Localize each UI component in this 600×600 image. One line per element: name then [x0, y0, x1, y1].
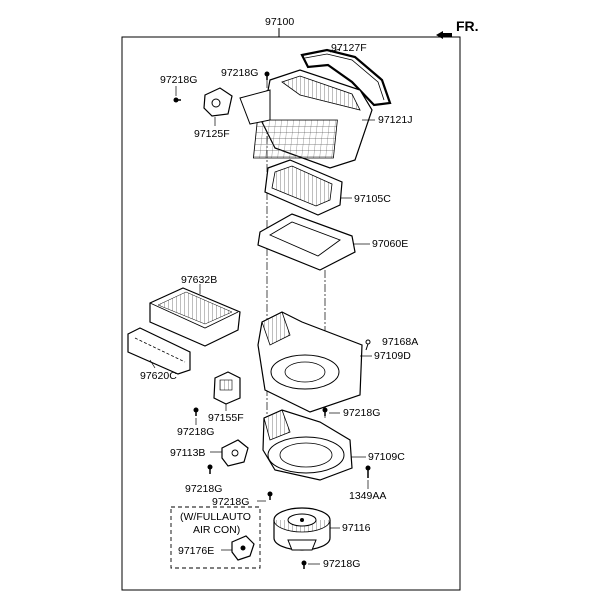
callout-97168A: 97168A: [382, 336, 419, 348]
screw-icon: [173, 97, 181, 103]
seal-ring-part: [300, 48, 392, 107]
screw-icon: [264, 71, 270, 80]
frame-part: [257, 213, 356, 271]
resistor-part: [213, 371, 241, 405]
callout-97113B: 97113B: [170, 447, 206, 459]
screw-icon: [322, 407, 328, 416]
leader-97127F: [329, 48, 341, 53]
callout-97218G-b1: 97218G: [185, 483, 223, 495]
callout-97218G-lowleft: 97218G: [177, 426, 215, 438]
screw-icon: [207, 464, 213, 474]
front-arrow-icon: [436, 31, 452, 39]
callout-97620C: 97620C: [140, 370, 177, 382]
callout-97127F: 97127F: [331, 42, 367, 54]
callout-97176E: 97176E: [178, 545, 215, 557]
assembly-number: 97100: [265, 16, 295, 28]
callout-97060E: 97060E: [372, 238, 409, 250]
callout-97109C: 97109C: [368, 451, 405, 463]
callout-97218G-b2: 97218G: [212, 496, 250, 508]
option-note-line1: (W/FULLAUTO: [180, 511, 251, 523]
upper-case-part: [239, 69, 373, 169]
screw-icon: [193, 407, 199, 416]
sensor-part: [231, 535, 255, 561]
option-note: (W/FULLAUTO AIR CON): [180, 511, 251, 537]
callout-97218G-left: 97218G: [160, 74, 198, 86]
actuator-part: [203, 87, 233, 117]
lower-case-part: [262, 409, 353, 481]
callout-97218G-top: 97218G: [221, 67, 259, 79]
clip-icon: [365, 339, 371, 351]
callout-97116: 97116: [342, 522, 371, 534]
leader-97620C: [149, 359, 156, 369]
bracket-part: [221, 439, 249, 467]
assembly-frame: [121, 36, 461, 591]
filter-cover-part: [264, 159, 343, 216]
callout-97218G-mid: 97218G: [343, 407, 381, 419]
intake-case-part: [257, 311, 363, 413]
filter-rail-part: [127, 327, 191, 375]
callout-97632B: 97632B: [181, 274, 218, 286]
callout-97218G-b3: 97218G: [323, 558, 361, 570]
blower-motor-part: [273, 507, 331, 551]
callout-97109D: 97109D: [374, 350, 411, 362]
front-direction-label: FR.: [456, 18, 479, 34]
callout-97155F: 97155F: [208, 412, 244, 424]
cabin-filter-part: [149, 287, 241, 347]
screw-icon: [301, 560, 307, 569]
option-note-line2: AIR CON): [193, 524, 241, 536]
screw-icon: [267, 491, 273, 500]
callout-1349AA: 1349AA: [349, 490, 387, 502]
callout-97125F: 97125F: [194, 128, 230, 140]
option-box: [170, 506, 261, 569]
bolt-icon: [365, 465, 371, 478]
callout-97121J: 97121J: [378, 114, 413, 126]
callout-97105C: 97105C: [354, 193, 391, 205]
